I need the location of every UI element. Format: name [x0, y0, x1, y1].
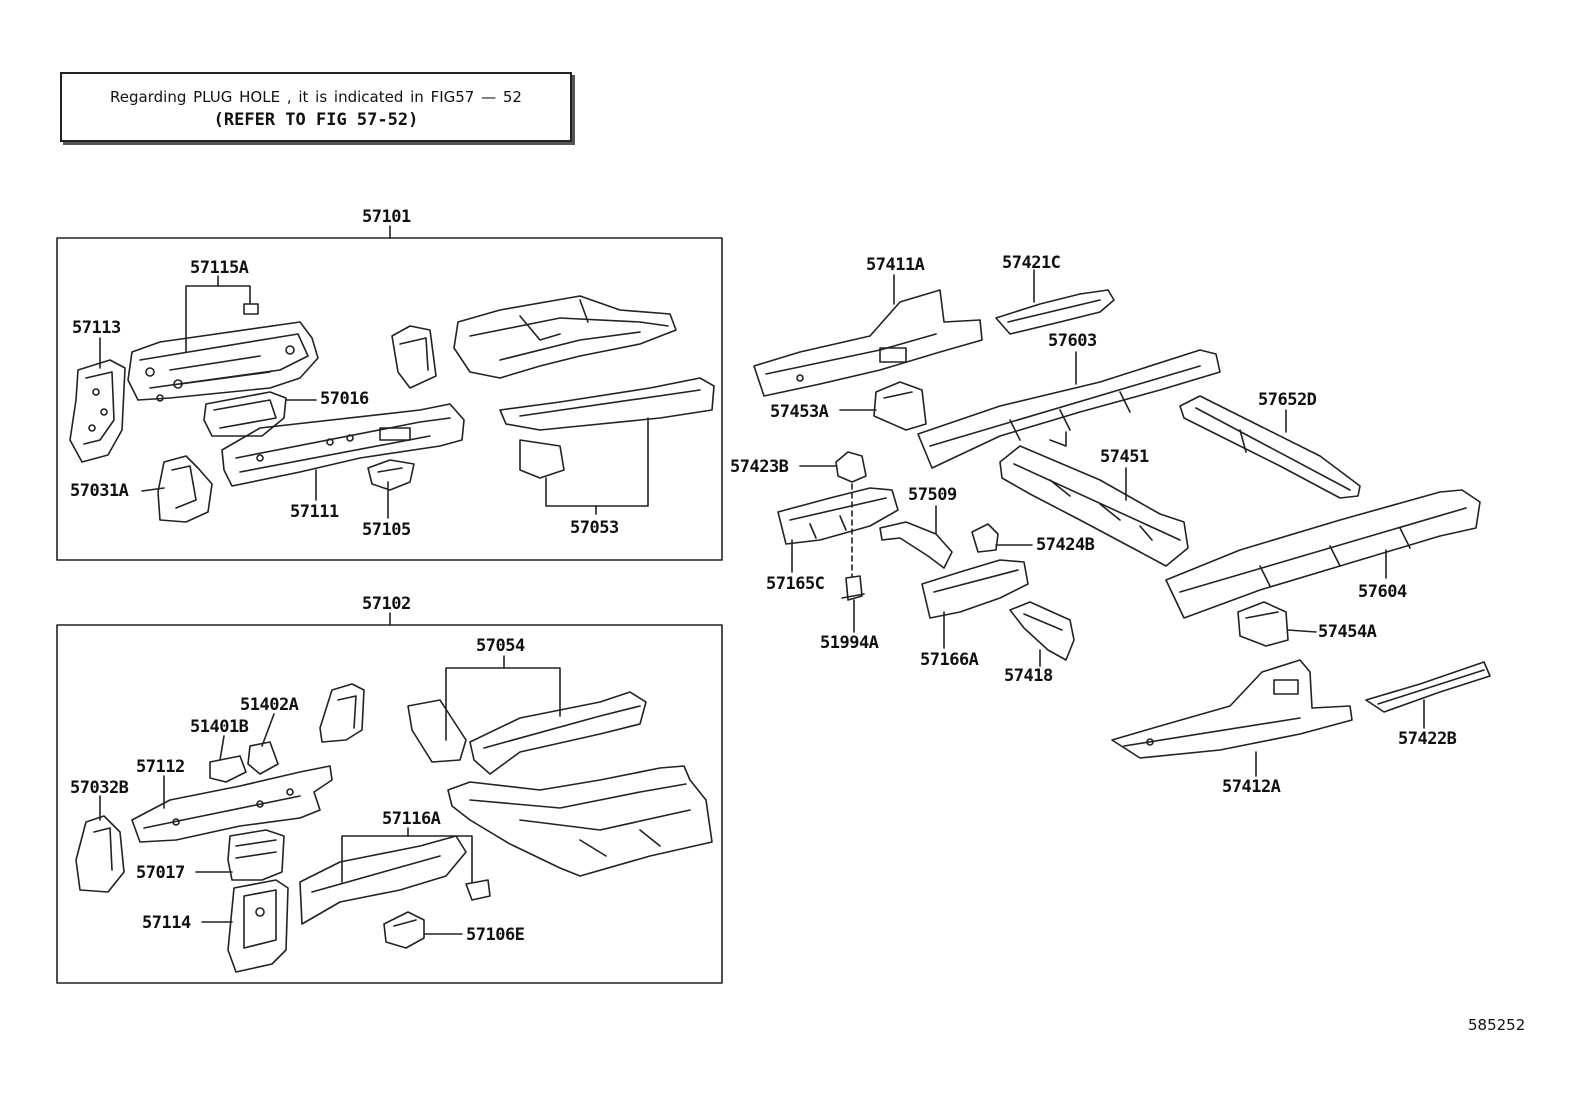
- part-57422B-shape: [1366, 662, 1490, 712]
- part-51402A-shape: [320, 684, 364, 742]
- part-57113-shape: [70, 360, 125, 462]
- part-lower-right-assembly: [448, 766, 712, 876]
- part-57115A-shape: [128, 304, 318, 401]
- part-label-57411A[interactable]: 57411A: [866, 255, 925, 275]
- part-57424B-shape: [972, 524, 998, 552]
- part-57412A-shape: [1112, 660, 1352, 758]
- part-label-57032B[interactable]: 57032B: [70, 778, 129, 798]
- reference-note-text: Regarding PLUG HOLE , it is indicated in…: [110, 88, 522, 106]
- part-57604-shape: [1166, 490, 1480, 618]
- part-57453A-shape: [874, 382, 926, 430]
- part-57116A-shape: [300, 836, 490, 924]
- part-57032B-shape: [76, 816, 124, 892]
- part-label-57422B[interactable]: 57422B: [1398, 729, 1457, 749]
- part-label-57114[interactable]: 57114: [142, 913, 191, 933]
- part-label-57423B[interactable]: 57423B: [730, 457, 789, 477]
- part-label-57421C[interactable]: 57421C: [1002, 253, 1061, 273]
- part-57111-shape: [222, 404, 464, 486]
- part-57454A-shape: [1238, 602, 1288, 646]
- part-57165C-shape: [778, 488, 898, 544]
- part-label-57115A[interactable]: 57115A: [190, 258, 249, 278]
- part-upper-right-assembly: [454, 296, 676, 378]
- part-label-57017[interactable]: 57017: [136, 863, 185, 883]
- part-label-57111[interactable]: 57111: [290, 502, 339, 522]
- part-label-57166A[interactable]: 57166A: [920, 650, 979, 670]
- reference-note-box: Regarding PLUG HOLE , it is indicated in…: [60, 72, 572, 142]
- part-51994A-shape: [842, 576, 864, 600]
- part-label-51402A[interactable]: 51402A: [240, 695, 299, 715]
- part-57652D-shape: [1180, 396, 1360, 498]
- part-label-57418[interactable]: 57418: [1004, 666, 1053, 686]
- part-57114-shape: [228, 880, 288, 972]
- assembly-label-57101[interactable]: 57101: [362, 207, 411, 227]
- part-label-57454A[interactable]: 57454A: [1318, 622, 1377, 642]
- assembly-label-57102[interactable]: 57102: [362, 594, 411, 614]
- part-57451-shape: [1000, 446, 1188, 566]
- part-57603-shape: [918, 350, 1220, 468]
- part-label-57106E[interactable]: 57106E: [466, 925, 525, 945]
- part-label-57652D[interactable]: 57652D: [1258, 390, 1317, 410]
- part-51401B-shape: [210, 742, 278, 782]
- part-label-57016[interactable]: 57016: [320, 389, 369, 409]
- figure-id: 585252: [1468, 1016, 1526, 1034]
- part-57418-shape: [1010, 602, 1074, 660]
- part-57054-shape: [408, 692, 646, 774]
- part-label-57031A[interactable]: 57031A: [70, 481, 129, 501]
- part-57166A-shape: [922, 560, 1028, 618]
- part-57105-shape: [368, 460, 414, 490]
- part-label-51994A[interactable]: 51994A: [820, 633, 879, 653]
- part-label-57113[interactable]: 57113: [72, 318, 121, 338]
- part-57016-bracket-top: [392, 326, 436, 388]
- part-label-57116A[interactable]: 57116A: [382, 809, 441, 829]
- part-label-57424B[interactable]: 57424B: [1036, 535, 1095, 555]
- part-57031A-shape: [158, 456, 212, 522]
- part-label-57604[interactable]: 57604: [1358, 582, 1407, 602]
- part-57053-shape: [500, 378, 714, 478]
- part-label-57453A[interactable]: 57453A: [770, 402, 829, 422]
- part-label-57509[interactable]: 57509: [908, 485, 957, 505]
- part-57421C-shape: [996, 290, 1114, 334]
- part-label-57053[interactable]: 57053: [570, 518, 619, 538]
- part-label-57412A[interactable]: 57412A: [1222, 777, 1281, 797]
- part-57423B-shape: [836, 452, 866, 482]
- part-label-57112[interactable]: 57112: [136, 757, 185, 777]
- part-57016-shape: [204, 392, 286, 436]
- part-label-57054[interactable]: 57054: [476, 636, 525, 656]
- part-label-51401B[interactable]: 51401B: [190, 717, 249, 737]
- reference-note-link[interactable]: (REFER TO FIG 57-52): [213, 110, 419, 130]
- part-57112-shape: [132, 766, 332, 842]
- part-57509-shape: [880, 522, 952, 568]
- part-label-57105[interactable]: 57105: [362, 520, 411, 540]
- part-label-57165C[interactable]: 57165C: [766, 574, 825, 594]
- part-label-57451[interactable]: 57451: [1100, 447, 1149, 467]
- part-label-57603[interactable]: 57603: [1048, 331, 1097, 351]
- part-57411A-shape: [754, 290, 982, 396]
- part-57106E-shape: [384, 912, 424, 948]
- part-57017-shape: [228, 830, 284, 880]
